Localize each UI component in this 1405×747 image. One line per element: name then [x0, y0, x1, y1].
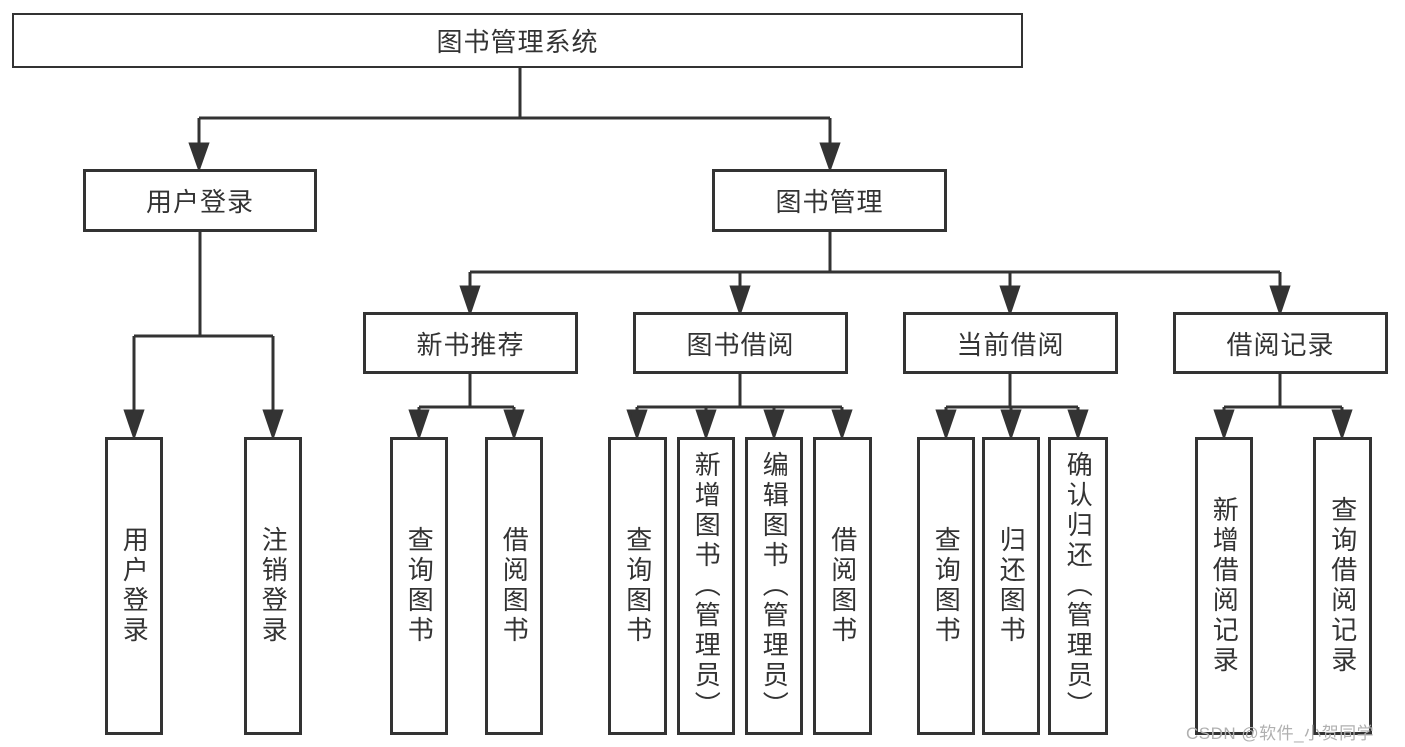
node-book-management: 图书管理 — [712, 169, 947, 232]
leaf-query-books: 查询图书 — [390, 437, 448, 735]
node-label: 编辑图书（管理员） — [759, 451, 790, 721]
node-label: 查询图书 — [404, 526, 435, 646]
node-label: 注销登录 — [258, 526, 289, 646]
arrowhead-down — [1213, 409, 1235, 441]
connector-current-borrow-to-leaves — [935, 374, 1089, 441]
arrowhead-down — [262, 409, 284, 441]
node-borrow-records: 借阅记录 — [1173, 312, 1388, 374]
node-label: 借阅记录 — [1226, 329, 1335, 360]
node-label: 图书管理系统 — [436, 27, 599, 57]
leaf-borrow-books: 借阅图书 — [813, 437, 872, 735]
node-label: 新书推荐 — [416, 329, 525, 360]
node-label: 借阅图书 — [499, 526, 530, 646]
node-current-borrow: 当前借阅 — [903, 312, 1118, 374]
arrowhead-down — [1269, 285, 1291, 317]
arrowhead-down — [999, 285, 1021, 317]
arrowhead-down — [188, 142, 210, 173]
leaf-add-borrow-record: 新增借阅记录 — [1195, 437, 1253, 735]
arrowhead-down — [459, 285, 481, 317]
arrowhead-down — [695, 409, 717, 441]
arrowhead-down — [1331, 409, 1353, 441]
arrowhead-down — [819, 142, 841, 173]
node-user-login: 用户登录 — [83, 169, 317, 232]
leaf-query-borrow-record: 查询借阅记录 — [1313, 437, 1372, 735]
arrowhead-down — [408, 409, 430, 441]
node-label: 确认归还（管理员） — [1063, 451, 1094, 721]
node-label: 查询图书 — [931, 526, 962, 646]
arrowhead-down — [123, 409, 145, 441]
node-label: 查询图书 — [622, 526, 653, 646]
node-label: 查询借阅记录 — [1327, 496, 1358, 676]
node-library-management-system: 图书管理系统 — [12, 13, 1023, 68]
leaf-query-books: 查询图书 — [608, 437, 667, 735]
leaf-return-book: 归还图书 — [982, 437, 1040, 735]
leaf-add-book-admin: 新增图书（管理员） — [677, 437, 735, 735]
connector-borrow-records-to-leaves — [1213, 374, 1353, 441]
arrowhead-down — [935, 409, 957, 441]
leaf-user-login: 用户登录 — [105, 437, 163, 735]
arrowhead-down — [831, 409, 853, 441]
arrowhead-down — [1067, 409, 1089, 441]
leaf-query-books: 查询图书 — [917, 437, 975, 735]
node-label: 归还图书 — [996, 526, 1027, 646]
node-new-book-recommend: 新书推荐 — [363, 312, 578, 374]
leaf-edit-book-admin: 编辑图书（管理员） — [745, 437, 803, 735]
connector-book-borrow-to-leaves — [626, 374, 853, 441]
connector-book-management-to-level3 — [459, 232, 1291, 317]
node-book-borrow: 图书借阅 — [633, 312, 848, 374]
arrowhead-down — [626, 409, 648, 441]
arrowhead-down — [729, 285, 751, 317]
connector-new-book-recommend-to-leaves — [408, 374, 525, 441]
connector-root-to-level2 — [188, 68, 841, 173]
arrowhead-down — [763, 409, 785, 441]
connector-user-login-to-leaves — [123, 231, 284, 441]
node-label: 新增借阅记录 — [1209, 496, 1240, 676]
arrowhead-down — [503, 409, 525, 441]
leaf-borrow-books: 借阅图书 — [485, 437, 543, 735]
node-label: 图书借阅 — [686, 329, 795, 360]
node-label: 当前借阅 — [956, 329, 1065, 360]
node-label: 用户登录 — [119, 526, 150, 646]
csdn-watermark: CSDN @软件_小贺同学 — [1186, 724, 1375, 743]
node-label: 新增图书（管理员） — [691, 451, 722, 721]
node-label: 用户登录 — [145, 187, 254, 217]
leaf-logout: 注销登录 — [244, 437, 302, 735]
node-label: 图书管理 — [775, 187, 884, 217]
leaf-confirm-return-admin: 确认归还（管理员） — [1048, 437, 1108, 735]
arrowhead-down — [1000, 409, 1022, 441]
node-label: 借阅图书 — [827, 526, 858, 646]
